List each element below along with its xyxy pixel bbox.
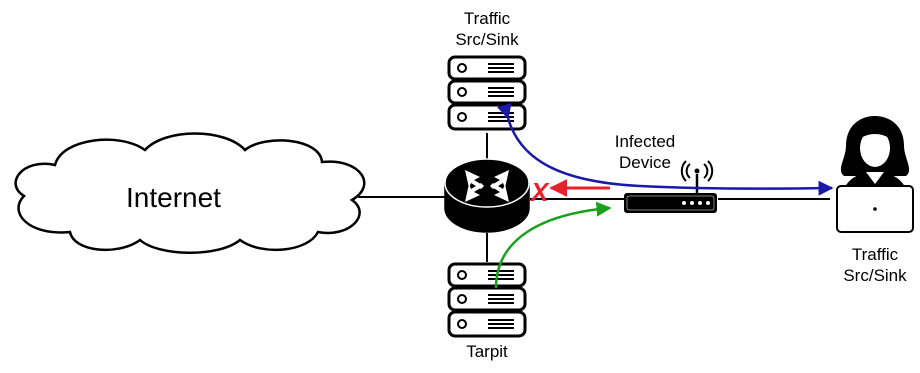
user-label: Traffic Src/Sink — [830, 244, 920, 286]
user-label-line2: Src/Sink — [843, 266, 907, 285]
user-label-line1: Traffic — [851, 245, 899, 264]
router-icon — [444, 158, 530, 233]
infected-device-label-line1: Infected — [614, 132, 676, 151]
green-flow-arrow — [494, 201, 612, 289]
top-server-label-line2: Src/Sink — [455, 30, 519, 49]
top-server-label: Traffic Src/Sink — [447, 8, 527, 50]
server-icon — [447, 262, 527, 338]
blocked-x-marker: X — [531, 177, 549, 207]
internet-label: Internet — [126, 182, 221, 213]
user-laptop-icon — [836, 116, 914, 233]
cloud-icon — [14, 132, 366, 254]
links — [358, 133, 830, 262]
tarpit-label: Tarpit — [466, 342, 508, 361]
server-icon — [447, 55, 527, 131]
blue-flow-arrow — [497, 102, 834, 196]
top-server-label-line1: Traffic — [463, 9, 511, 28]
infected-device-label-line2: Device — [619, 153, 671, 172]
infected-device-label: Infected Device — [600, 131, 690, 173]
